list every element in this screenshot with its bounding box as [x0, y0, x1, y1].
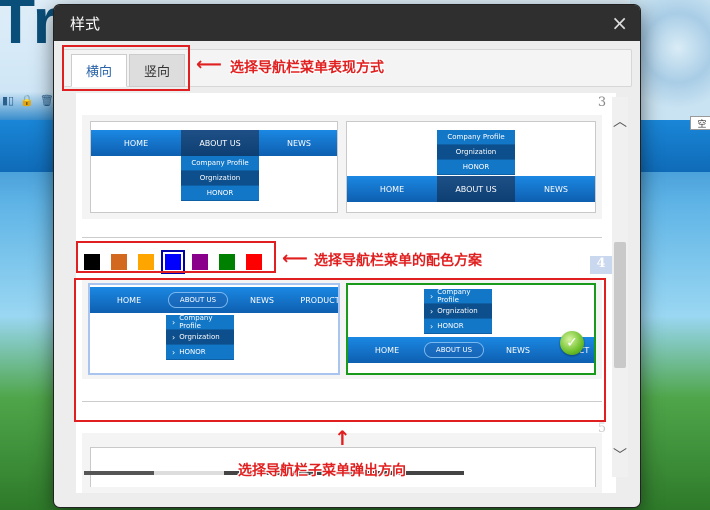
thumb-nav-bar: HOME ABOUT US NEWS [347, 176, 595, 202]
nav-item-home: HOME [379, 184, 405, 194]
nav-item-news: NEWS [543, 184, 569, 194]
arrow-left-icon: ⟵ [196, 54, 222, 75]
thumb-strip [84, 471, 464, 475]
swatch-red[interactable] [246, 254, 262, 270]
style-thumb-4b[interactable]: Company Profile Orgnization HONOR HOME A… [346, 283, 596, 375]
section-number-4: 4 [590, 256, 612, 274]
annotation-box-popup [74, 278, 606, 422]
color-swatches [84, 250, 262, 274]
close-icon[interactable]: × [611, 11, 628, 35]
thumb-submenu: Company Profile Orgnization HONOR [181, 156, 259, 201]
thumb-submenu: Company Profile Orgnization HONOR [437, 130, 515, 175]
check-icon: ✓ [560, 331, 584, 355]
submenu-item: Orgnization [181, 171, 259, 186]
style-thumb-5[interactable] [90, 447, 596, 487]
lock-icon: 🔒 [20, 94, 34, 107]
swatch-brown[interactable] [111, 254, 127, 270]
thumb-nav-bar: HOME ABOUT US NEWS DUCT [348, 337, 594, 363]
style-dialog: 样式 × 横向 竖向 3 HOME ABOUT US NEWS Company … [54, 5, 640, 507]
submenu-item: Orgnization [437, 145, 515, 160]
nav-item-news: NEWS [286, 138, 312, 148]
annotation-box-colors [76, 241, 276, 273]
nav-item-about: ABOUT US [437, 176, 515, 202]
trash-icon: 🗑 [39, 94, 54, 107]
style-thumb-4a[interactable]: HOME ABOUT US NEWS PRODUCT Company Profi… [88, 283, 340, 375]
bar-chart-icon: ▮▯ [2, 94, 15, 107]
swatch-purple[interactable] [192, 254, 208, 270]
background-right-button[interactable]: 空 [690, 116, 710, 130]
chevron-down-icon[interactable]: ﹀ [613, 448, 627, 464]
nav-item-home: HOME [374, 345, 400, 355]
tab-bar: 横向 竖向 [62, 49, 632, 87]
arrow-left-icon: ⟵ [282, 248, 308, 269]
style-thumb-3b[interactable]: Company Profile Orgnization HONOR HOME A… [346, 121, 596, 213]
section-number-5: 5 [597, 421, 607, 436]
background-airplane-image [630, 0, 710, 120]
thumb-submenu: Company Profile Orgnization HONOR [424, 288, 492, 334]
annotation-box-tabs [62, 45, 190, 91]
submenu-item: HONOR [424, 319, 492, 334]
nav-item-news: NEWS [249, 295, 275, 305]
annotation-popup-note: 选择导航栏子菜单弹出方向 [238, 463, 406, 479]
nav-item-about: ABOUT US [424, 342, 484, 358]
background-toolbar: ▮▯ 🔒 🗑 [0, 94, 60, 110]
annotation-color-note: 选择导航栏菜单的配色方案 [314, 253, 482, 269]
submenu-item: Company Profile [181, 156, 259, 171]
swatch-orange[interactable] [138, 254, 154, 270]
swatch-green[interactable] [219, 254, 235, 270]
submenu-item: HONOR [166, 345, 234, 360]
section-divider [82, 401, 602, 402]
submenu-item: HONOR [437, 160, 515, 175]
swatch-blue[interactable] [161, 250, 185, 274]
vertical-scrollbar[interactable]: ︿ ﹀ [612, 97, 628, 477]
arrow-up-icon: ↑ [334, 426, 351, 450]
tab-horizontal[interactable]: 横向 [71, 54, 127, 87]
nav-item-news: NEWS [505, 345, 531, 355]
style-thumb-3a[interactable]: HOME ABOUT US NEWS Company Profile Orgni… [90, 121, 338, 213]
nav-item-about: ABOUT US [168, 292, 228, 308]
tab-vertical[interactable]: 竖向 [129, 54, 185, 87]
nav-item-home: HOME [123, 138, 149, 148]
nav-item-about: ABOUT US [181, 130, 259, 156]
thumb-nav-bar: HOME ABOUT US NEWS [91, 130, 337, 156]
annotation-tabs-note: 选择导航栏菜单表现方式 [230, 60, 384, 76]
chevron-up-icon[interactable]: ︿ [613, 114, 627, 130]
dialog-title: 样式 [70, 14, 101, 33]
dialog-header: 样式 × [54, 5, 640, 41]
submenu-item: Company Profile [437, 130, 515, 145]
thumb-submenu: Company Profile Orgnization HONOR [166, 314, 234, 360]
nav-item-product: PRODUCT [300, 295, 340, 305]
style-options-panel: 3 HOME ABOUT US NEWS Company Profile Org… [76, 93, 616, 493]
section-divider [82, 237, 602, 238]
swatch-black[interactable] [84, 254, 100, 270]
nav-item-home: HOME [116, 295, 142, 305]
submenu-item: HONOR [181, 186, 259, 201]
thumb-nav-bar: HOME ABOUT US NEWS PRODUCT [90, 287, 338, 313]
scrollbar-thumb[interactable] [614, 242, 626, 368]
section-number-3: 3 [597, 95, 607, 110]
